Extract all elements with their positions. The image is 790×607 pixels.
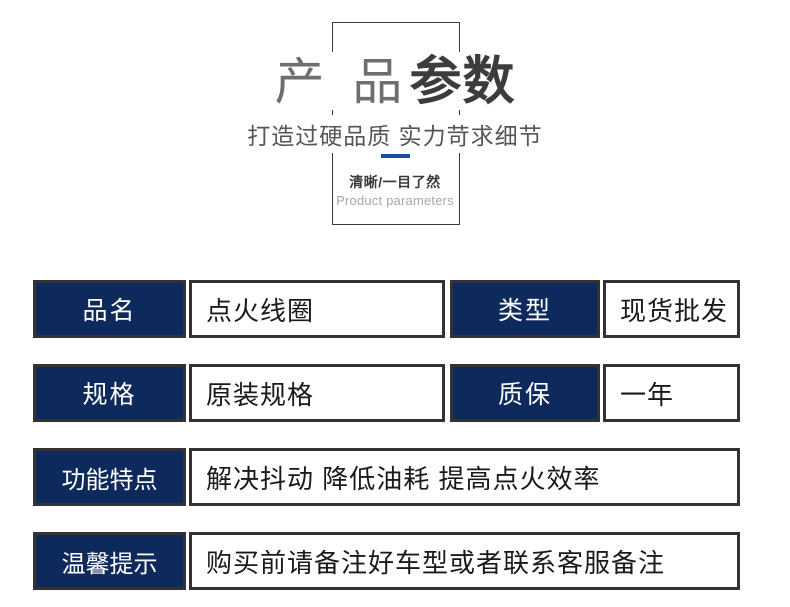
spec-label-cell: 类型	[450, 280, 600, 338]
header-caption-cn: 清晰/一目了然	[349, 174, 441, 190]
page-subtitle: 打造过硬品质 实力苛求细节	[0, 115, 790, 153]
spec-value-cell: 一年	[603, 364, 740, 422]
spec-value-cell: 点火线圈	[189, 280, 445, 338]
table-row: 品名点火线圈类型现货批发	[0, 280, 790, 338]
header-caption-en: Product parameters	[336, 193, 454, 208]
spec-value-cell: 现货批发	[603, 280, 740, 338]
page-title-bold-part: 参数	[409, 53, 516, 111]
spec-label-cell: 温馨提示	[33, 532, 186, 590]
page-title: 产 品参数	[0, 52, 790, 110]
table-row: 功能特点解决抖动 降低油耗 提高点火效率	[0, 448, 790, 506]
table-row: 温馨提示购买前请备注好车型或者联系客服备注	[0, 532, 790, 590]
spec-value-cell: 解决抖动 降低油耗 提高点火效率	[189, 448, 740, 506]
table-row: 规格原装规格质保一年	[0, 364, 790, 422]
spec-label-cell: 质保	[450, 364, 600, 422]
page-header: 产 品参数 打造过硬品质 实力苛求细节 清晰/一目了然 Product para…	[0, 0, 790, 258]
spec-label-cell: 品名	[33, 280, 186, 338]
spec-value-cell: 购买前请备注好车型或者联系客服备注	[189, 532, 740, 590]
page-title-light-part: 产 品	[274, 54, 410, 110]
accent-divider	[381, 154, 410, 158]
spec-label-cell: 功能特点	[33, 448, 186, 506]
spec-label-cell: 规格	[33, 364, 186, 422]
spec-value-cell: 原装规格	[189, 364, 445, 422]
